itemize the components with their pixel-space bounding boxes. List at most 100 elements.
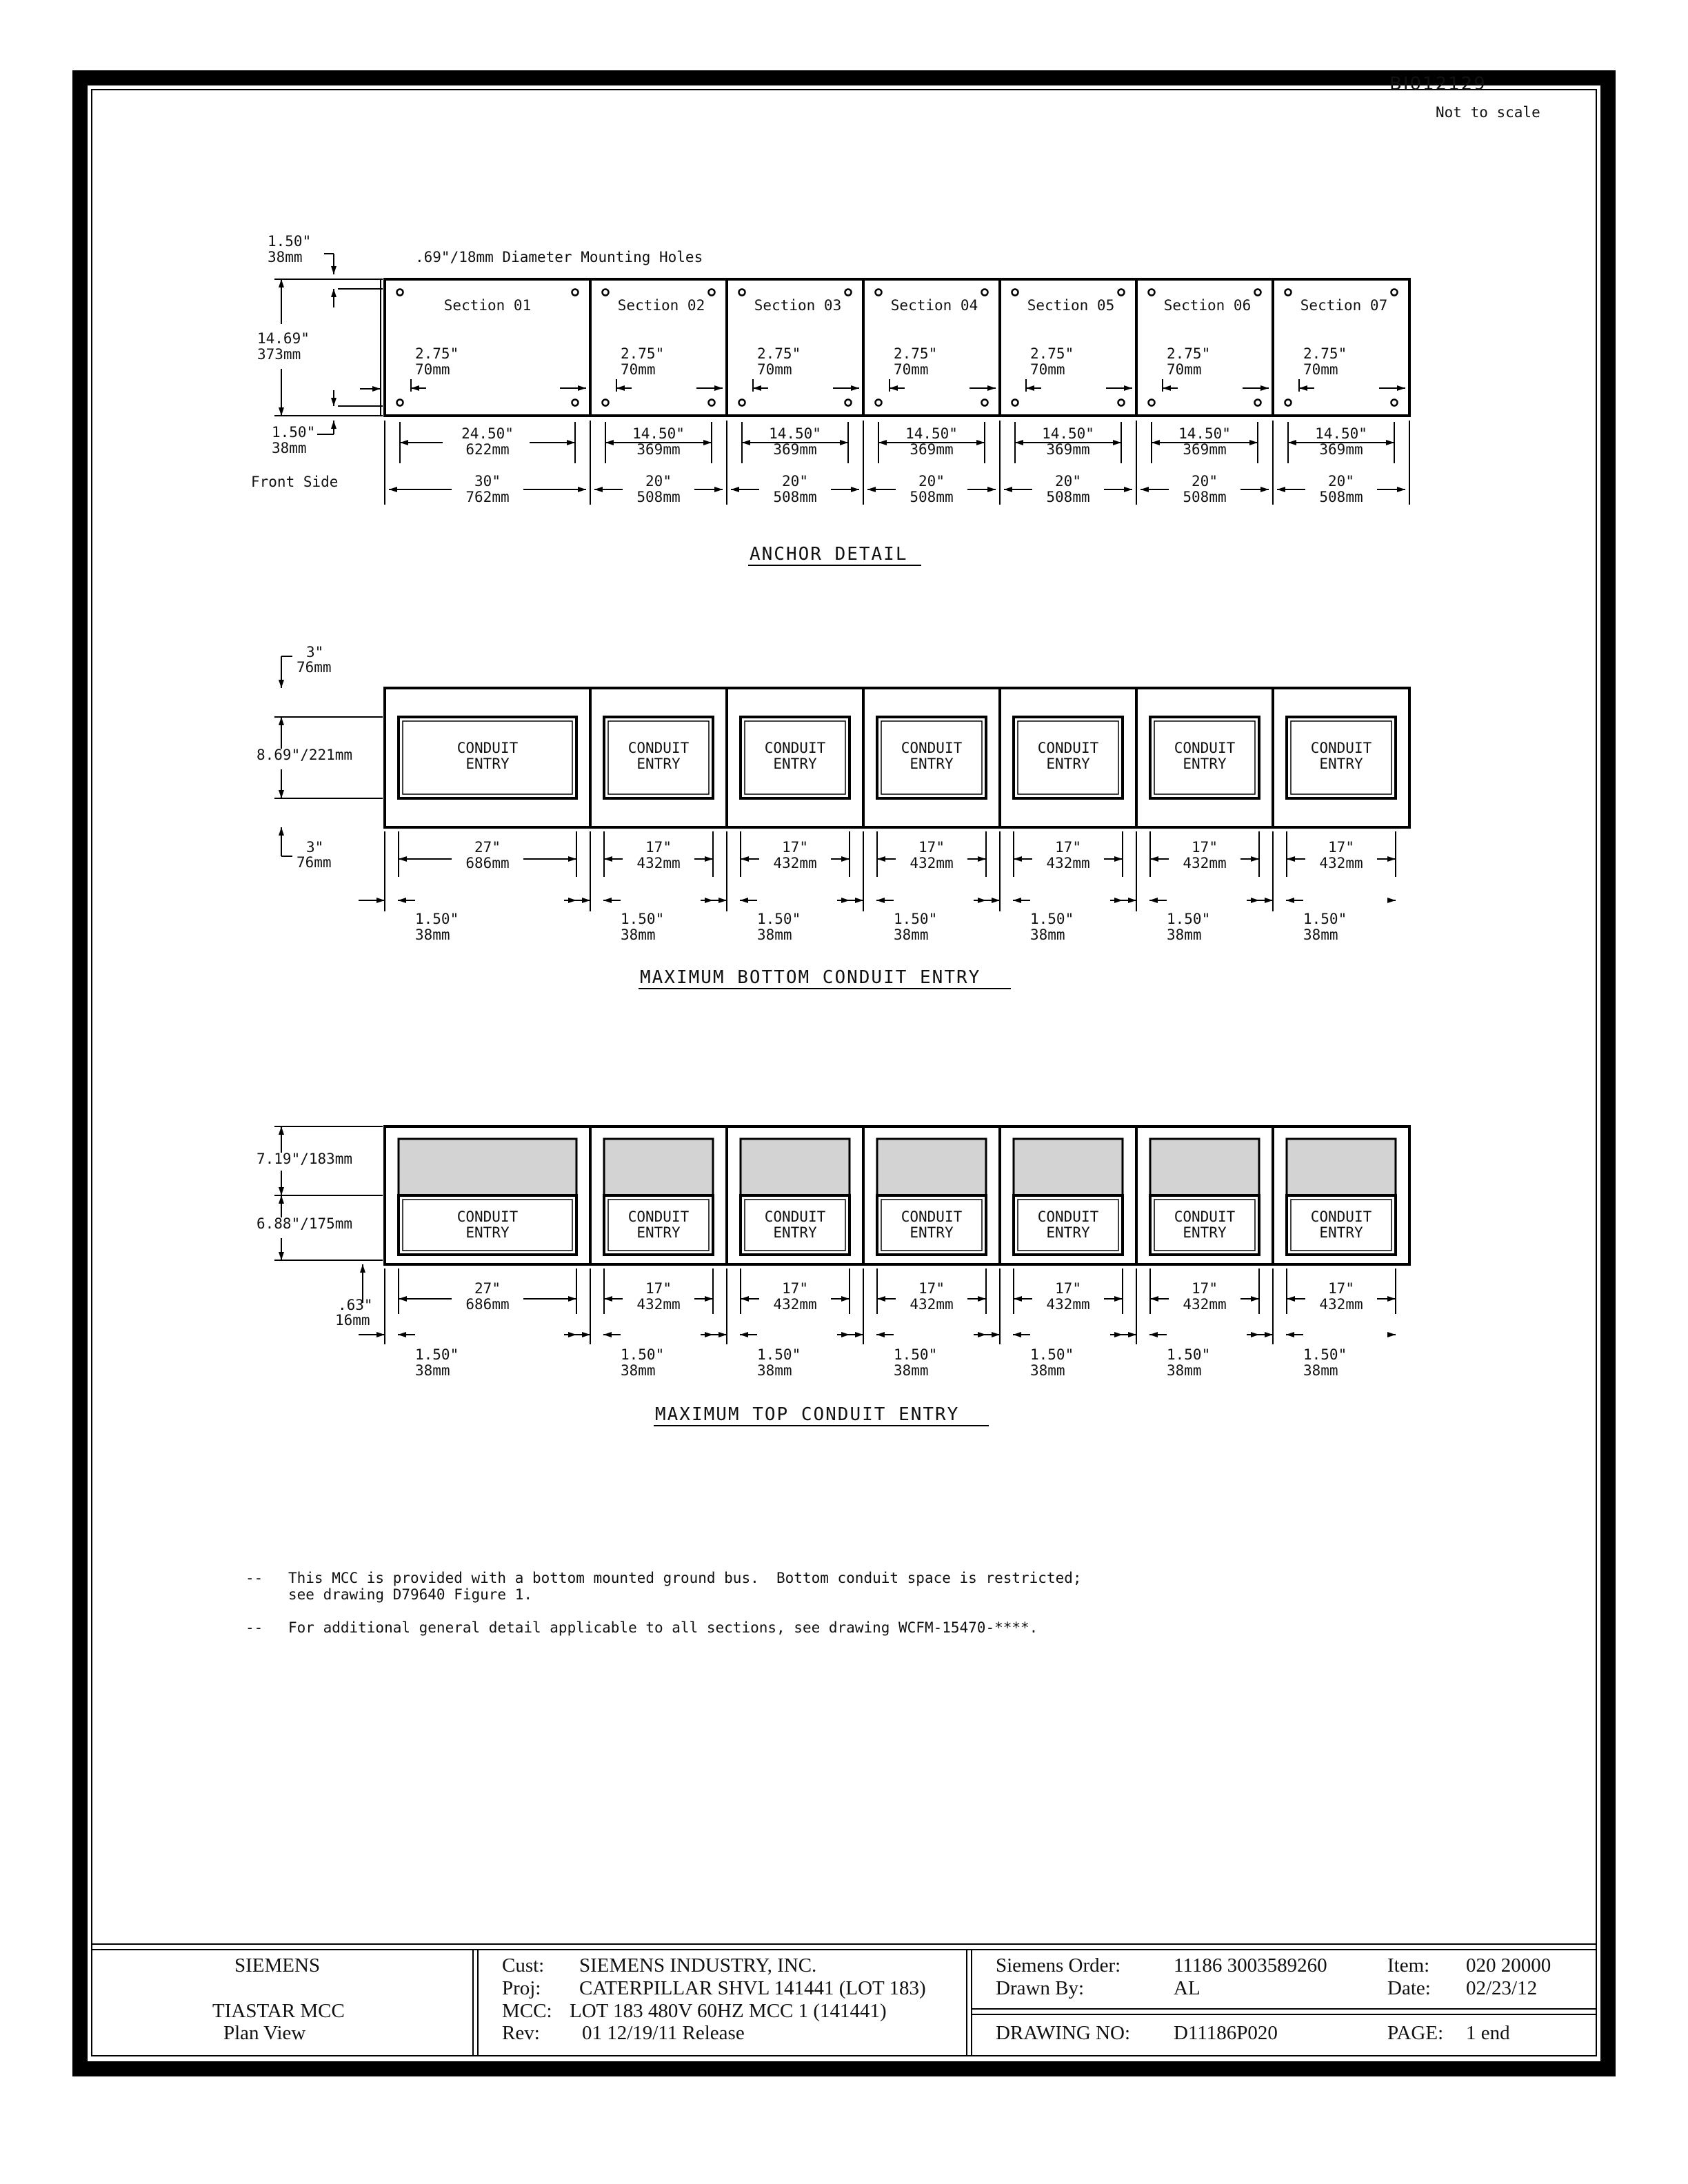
entry-width-mm: 432mm: [1046, 1296, 1089, 1313]
hole-offset-mm: 70mm: [1030, 361, 1065, 378]
mounting-hole: [396, 288, 404, 296]
conduit-entry-inner: [744, 1199, 846, 1251]
title-block: SIEMENS TIASTAR MCC Plan View Cust: SIEM…: [92, 1943, 1596, 2056]
mounting-hole: [1011, 398, 1019, 407]
mounting-hole: [1390, 288, 1398, 296]
conduit-entry-label-2: ENTRY: [910, 756, 954, 772]
side-offset-in: 1.50": [894, 1346, 937, 1363]
conduit-entry-label-2: ENTRY: [1183, 756, 1227, 772]
anchor-top-offset-mm: 38mm: [268, 249, 303, 265]
cust-value: SIEMENS INDUSTRY, INC.: [579, 1954, 816, 1976]
conduit-entry-label-1: CONDUIT: [457, 1209, 519, 1225]
company-name: SIEMENS: [234, 1954, 320, 1976]
entry-width-mm: 432mm: [773, 855, 816, 871]
side-offset-in: 1.50": [1303, 1346, 1347, 1363]
conduit-entry-inner: [1017, 1199, 1119, 1251]
mounting-hole: [1117, 288, 1125, 296]
hole-span-in: 14.50": [769, 425, 821, 442]
drawing-no-value: D11186P020: [1174, 2022, 1278, 2044]
drawn-value: AL: [1174, 1977, 1200, 1999]
top-depth-entry: 6.88"/175mm: [257, 1215, 352, 1232]
mounting-hole: [1117, 398, 1125, 407]
entry-width-mm: 432mm: [773, 1296, 816, 1313]
hole-offset-in: 2.75": [621, 345, 664, 362]
width-mm: 762mm: [465, 489, 509, 505]
conduit-entry-box: [1149, 716, 1260, 800]
conduit-entry-label-2: ENTRY: [1319, 756, 1363, 772]
anchor-section-outline: [862, 278, 1001, 417]
side-offset-in: 1.50": [1030, 1346, 1074, 1363]
bottom-title: MAXIMUM BOTTOM CONDUIT ENTRY: [640, 967, 981, 988]
date-value: 02/23/12: [1466, 1977, 1537, 1999]
section-label: Section 06: [1164, 297, 1251, 314]
mounting-hole: [738, 288, 746, 296]
width-in: 20": [1328, 473, 1354, 489]
conduit-entry-label-2: ENTRY: [1183, 1224, 1227, 1241]
conduit-entry-label-1: CONDUIT: [901, 740, 963, 756]
mounting-hole: [571, 398, 579, 407]
width-in: 20": [918, 473, 945, 489]
mounting-hole: [1147, 288, 1156, 296]
side-offset-mm: 38mm: [757, 1362, 792, 1379]
mounting-hole: [601, 288, 610, 296]
entry-width-mm: 432mm: [1319, 1296, 1363, 1313]
mounting-hole: [738, 398, 746, 407]
conduit-entry-label-1: CONDUIT: [1311, 740, 1372, 756]
mounting-hole: [1147, 398, 1156, 407]
rev-label: Rev:: [502, 2022, 540, 2044]
top-front-offset-in: .63": [338, 1297, 373, 1313]
bottom-section-outline: [998, 687, 1138, 829]
bottom-top-offset-mm: 76mm: [297, 659, 332, 676]
width-mm: 508mm: [910, 489, 953, 505]
side-offset-mm: 38mm: [1303, 927, 1338, 943]
entry-width-in: 17": [645, 839, 672, 856]
mounting-hole: [396, 398, 404, 407]
conduit-entry-label-2: ENTRY: [773, 756, 817, 772]
mcc-label: MCC:: [502, 2000, 552, 2022]
conduit-entry-box: [739, 1194, 851, 1256]
hole-span-mm: 369mm: [1319, 441, 1363, 458]
note-1-dash: --: [245, 1570, 263, 1586]
mounting-hole: [707, 398, 716, 407]
anchor-section-outline: [1272, 278, 1411, 417]
restricted-shaded-area: [876, 1138, 987, 1197]
conduit-entry-label-2: ENTRY: [773, 1224, 817, 1241]
anchor-bottom-offset-mm: 38mm: [272, 440, 307, 456]
bottom-bottom-offset-in: 3": [306, 839, 323, 856]
hole-span-mm: 369mm: [636, 441, 680, 458]
conduit-entry-box: [1285, 716, 1397, 800]
hole-offset-mm: 70mm: [894, 361, 929, 378]
hole-offset-mm: 70mm: [1303, 361, 1338, 378]
entry-width-mm: 432mm: [636, 1296, 680, 1313]
side-offset-in: 1.50": [621, 911, 664, 927]
mounting-hole: [1254, 288, 1262, 296]
mounting-hole: [844, 288, 852, 296]
hole-offset-mm: 70mm: [757, 361, 792, 378]
restricted-shaded-area: [603, 1138, 714, 1197]
conduit-entry-label-1: CONDUIT: [901, 1209, 963, 1225]
page-label: PAGE:: [1387, 2022, 1443, 2044]
entry-width-in: 17": [1055, 839, 1081, 856]
scale-note: Not to scale: [1436, 104, 1540, 121]
side-offset-mm: 38mm: [1030, 927, 1065, 943]
conduit-entry-box: [603, 1194, 714, 1256]
anchor-section-outline: [725, 278, 865, 417]
conduit-entry-box: [1149, 1194, 1260, 1256]
width-in: 30": [474, 473, 501, 489]
side-offset-in: 1.50": [1030, 911, 1074, 927]
bottom-section-outline: [862, 687, 1001, 829]
conduit-entry-inner: [607, 1199, 710, 1251]
hole-span-in: 14.50": [905, 425, 958, 442]
hole-offset-mm: 70mm: [621, 361, 656, 378]
hole-span-mm: 369mm: [910, 441, 953, 458]
mounting-hole: [601, 398, 610, 407]
mounting-hole: [981, 288, 989, 296]
